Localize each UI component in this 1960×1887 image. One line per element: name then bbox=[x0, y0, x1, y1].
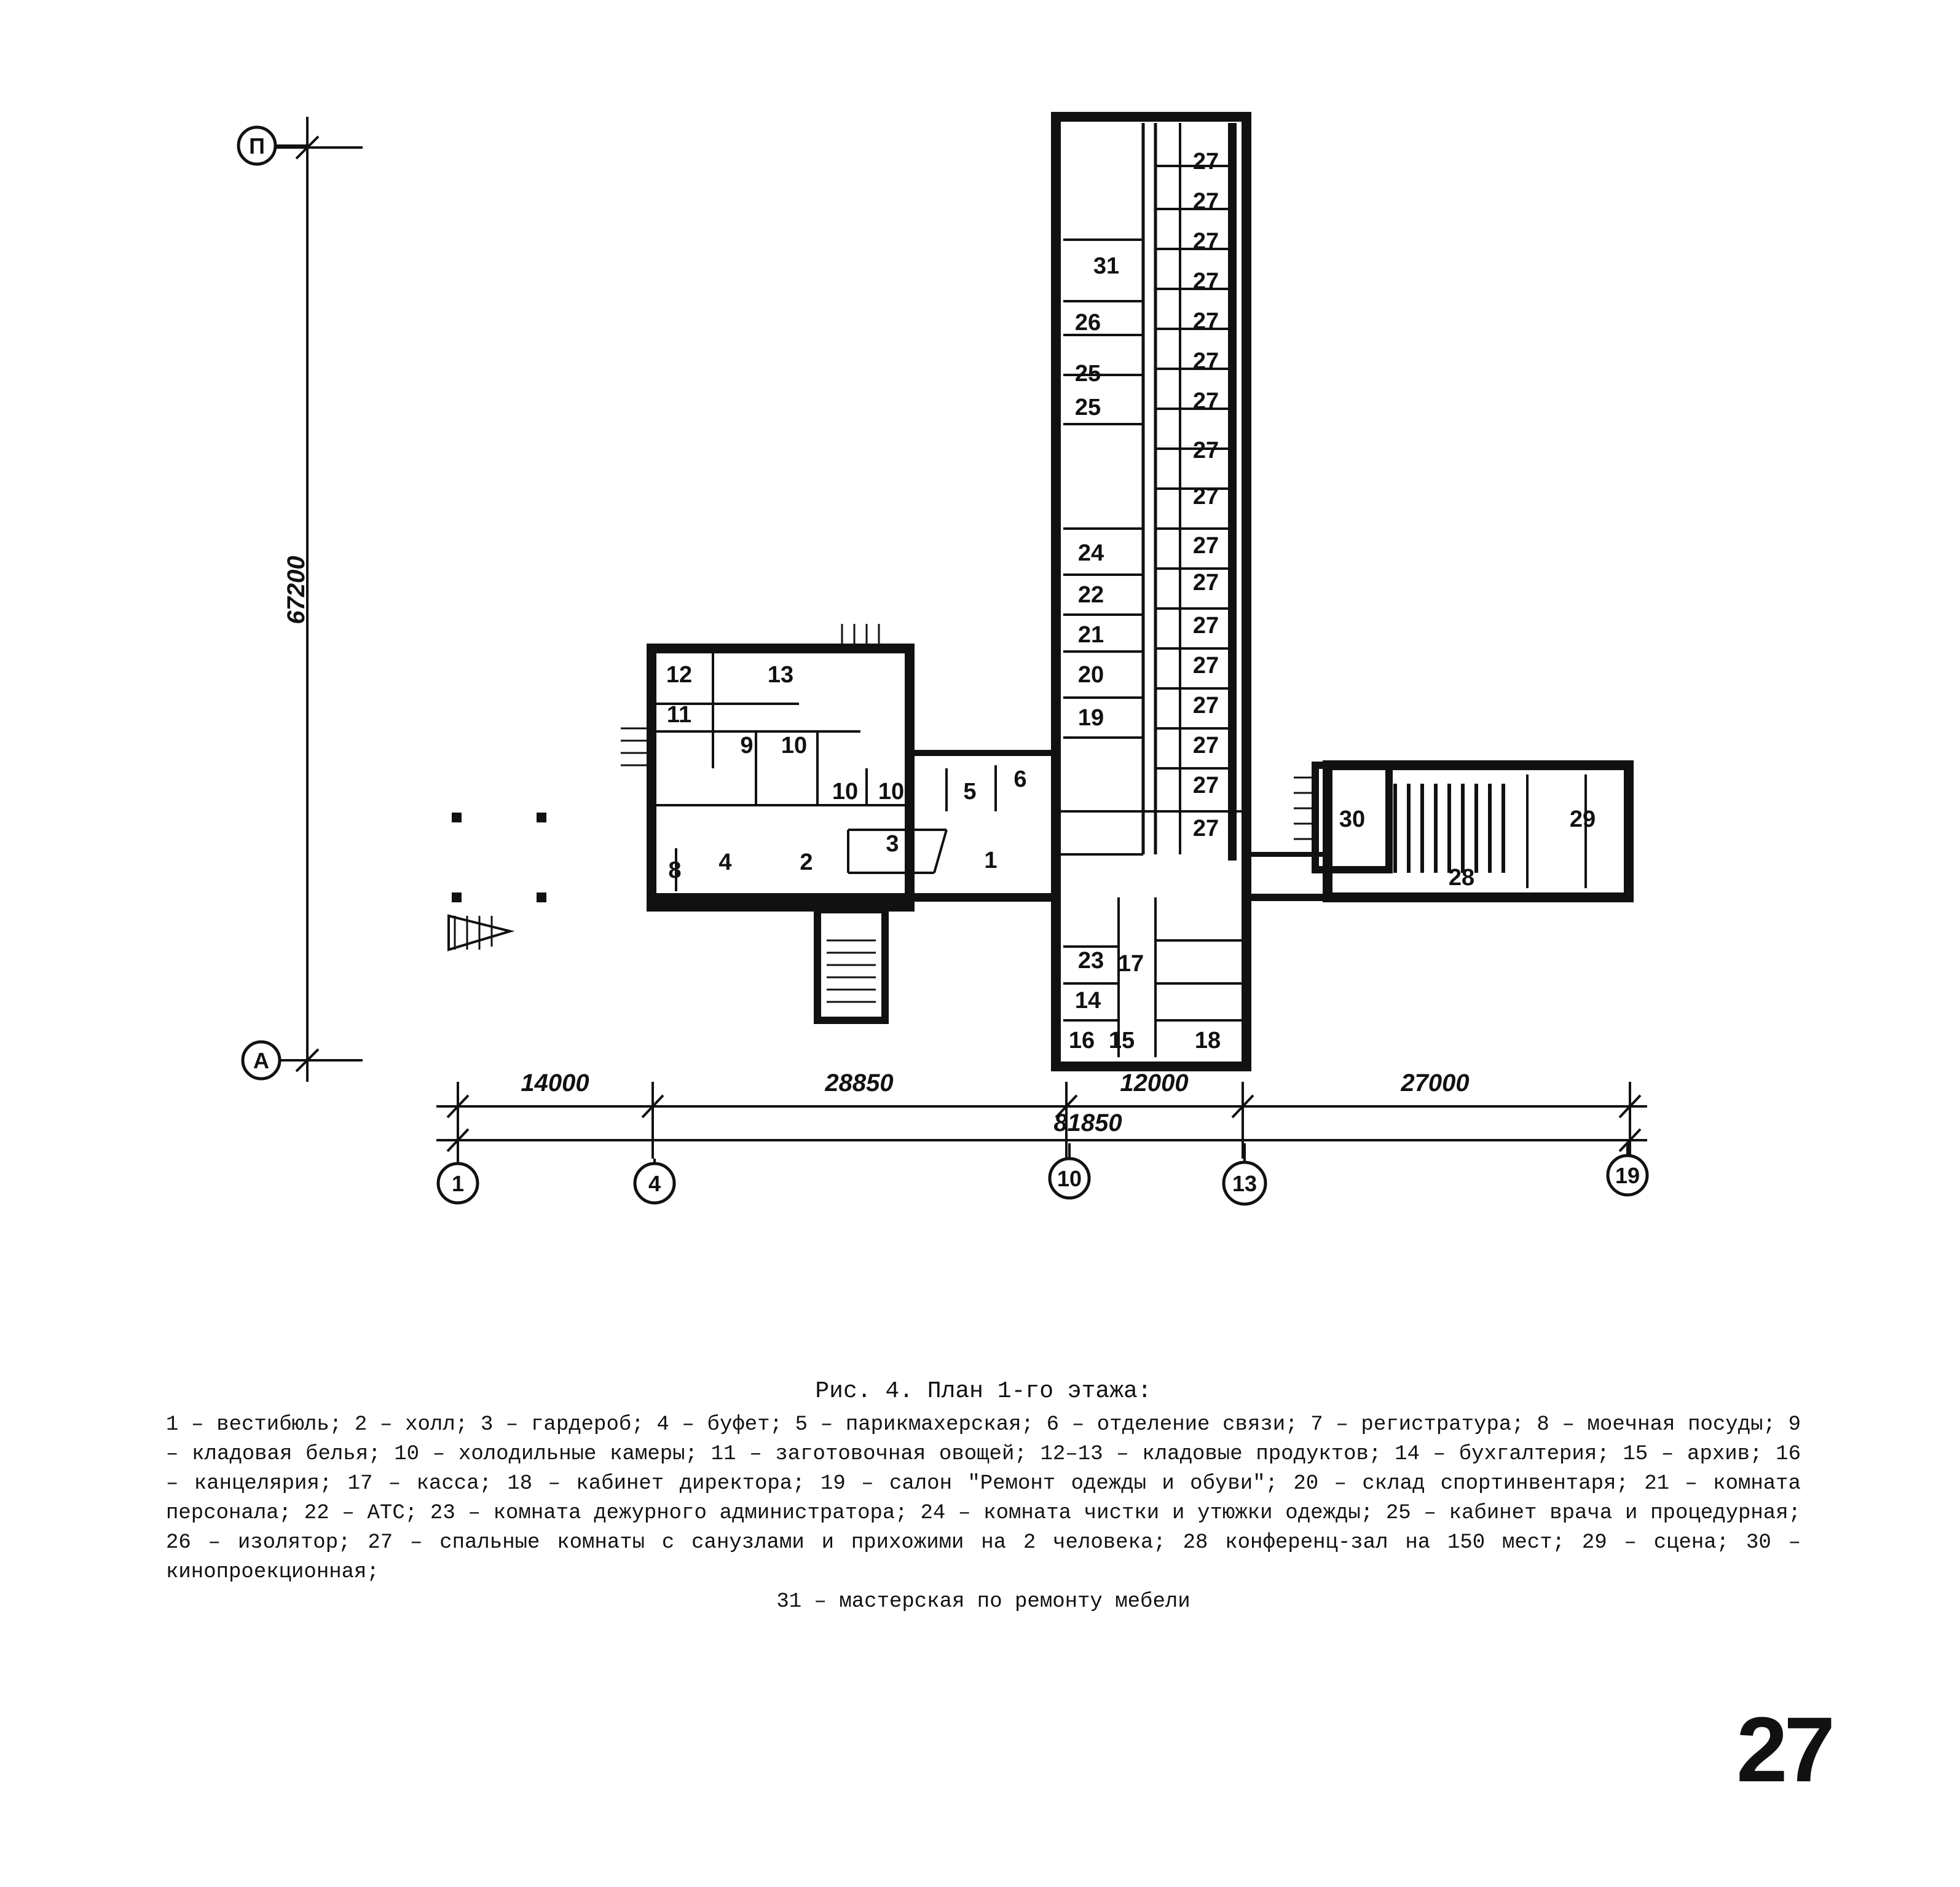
exterior-column-marks bbox=[452, 813, 546, 902]
room-number-15: 15 bbox=[1109, 1028, 1135, 1054]
stair-hatching bbox=[454, 624, 1315, 1003]
room-number-3: 3 bbox=[886, 831, 899, 857]
room-number-9: 9 bbox=[740, 733, 753, 758]
room-number-27: 27 bbox=[1193, 693, 1219, 719]
room-number-21: 21 bbox=[1078, 622, 1104, 648]
dimension-27000: 27000 bbox=[1400, 1070, 1469, 1097]
room-number-10-center: 10 bbox=[832, 779, 858, 805]
room-number-10-left: 10 bbox=[781, 733, 807, 758]
bedroom-labels: 27 27 27 27 27 27 27 27 27 27 27 27 27 27 27 27 27 bbox=[1193, 149, 1219, 841]
room-number-6: 6 bbox=[1013, 766, 1026, 792]
axis-label-p: П bbox=[249, 133, 265, 159]
interior-partitions bbox=[651, 238, 1587, 1057]
room-number-29: 29 bbox=[1570, 806, 1596, 832]
room-number-28: 28 bbox=[1449, 865, 1474, 891]
room-number-5: 5 bbox=[963, 779, 976, 805]
room-number-27: 27 bbox=[1193, 773, 1219, 798]
dimension-12000: 12000 bbox=[1120, 1070, 1188, 1097]
room-number-27: 27 bbox=[1193, 189, 1219, 215]
room-number-24: 24 bbox=[1078, 540, 1104, 566]
axis-label-19: 19 bbox=[1615, 1163, 1640, 1188]
entry-stair-triangle bbox=[447, 914, 515, 951]
room-number-17: 17 bbox=[1118, 951, 1144, 977]
dimension-14000: 14000 bbox=[521, 1070, 589, 1097]
room-number-31: 31 bbox=[1093, 253, 1119, 279]
axis-label-a: А bbox=[253, 1048, 269, 1073]
figure-caption: Рис. 4. План 1-го этажа: 1 – вестибюль; … bbox=[166, 1377, 1801, 1617]
room-number-27: 27 bbox=[1193, 653, 1219, 679]
caption-title: Рис. 4. План 1-го этажа: bbox=[815, 1378, 1152, 1404]
room-number-14: 14 bbox=[1075, 988, 1101, 1014]
room-number-27: 27 bbox=[1193, 388, 1219, 414]
room-number-16: 16 bbox=[1069, 1028, 1095, 1054]
room-number-8: 8 bbox=[668, 857, 681, 883]
caption-legend-last-line: 31 – мастерская по ремонту мебели bbox=[776, 1590, 1191, 1613]
room-number-10-right: 10 bbox=[878, 779, 904, 805]
axis-label-1: 1 bbox=[452, 1171, 464, 1196]
page-number: 27 bbox=[1736, 1698, 1835, 1801]
dimension-28850: 28850 bbox=[824, 1070, 893, 1097]
room-number-27: 27 bbox=[1193, 484, 1219, 510]
room-number-25-upper: 25 bbox=[1075, 361, 1101, 387]
room-number-27: 27 bbox=[1193, 149, 1219, 175]
room-number-27: 27 bbox=[1193, 229, 1219, 254]
room-number-30: 30 bbox=[1339, 806, 1365, 832]
building-walls bbox=[647, 112, 1634, 1071]
room-number-18: 18 bbox=[1195, 1028, 1221, 1054]
room-number-19: 19 bbox=[1078, 705, 1104, 731]
room-number-2: 2 bbox=[800, 849, 813, 875]
axis-label-13: 13 bbox=[1232, 1171, 1257, 1196]
room-number-1: 1 bbox=[984, 848, 997, 873]
room-number-27: 27 bbox=[1193, 438, 1219, 463]
room-number-20: 20 bbox=[1078, 662, 1104, 688]
room-number-27: 27 bbox=[1193, 570, 1219, 596]
room-number-27: 27 bbox=[1193, 613, 1219, 639]
axis-label-10: 10 bbox=[1057, 1166, 1082, 1191]
room-number-4: 4 bbox=[718, 849, 731, 875]
room-number-27: 27 bbox=[1193, 816, 1219, 841]
bedroom-partitions bbox=[1155, 123, 1232, 854]
room-number-27: 27 bbox=[1193, 733, 1219, 758]
room-number-27: 27 bbox=[1193, 349, 1219, 374]
horizontal-dimension-lines bbox=[436, 1082, 1647, 1159]
conference-seating bbox=[1393, 784, 1505, 873]
room-number-25-lower: 25 bbox=[1075, 395, 1101, 420]
axis-label-4: 4 bbox=[648, 1171, 661, 1196]
room-number-27: 27 bbox=[1193, 533, 1219, 559]
caption-legend: 1 – вестибюль; 2 – холл; 3 – гардероб; 4… bbox=[166, 1413, 1801, 1584]
room-number-27: 27 bbox=[1193, 309, 1219, 334]
room-number-11: 11 bbox=[667, 702, 691, 728]
dimension-vertical-67200: 67200 bbox=[283, 556, 310, 624]
floor-plan-drawing: 67200 14000 28850 12000 27000 81850 bbox=[237, 112, 1649, 1206]
dimension-81850: 81850 bbox=[1053, 1109, 1122, 1137]
room-number-22: 22 bbox=[1078, 582, 1104, 608]
room-number-13: 13 bbox=[768, 662, 793, 688]
room-number-12: 12 bbox=[666, 662, 692, 688]
room-number-23: 23 bbox=[1078, 948, 1104, 974]
room-number-26: 26 bbox=[1075, 310, 1101, 336]
room-number-27: 27 bbox=[1193, 269, 1219, 294]
